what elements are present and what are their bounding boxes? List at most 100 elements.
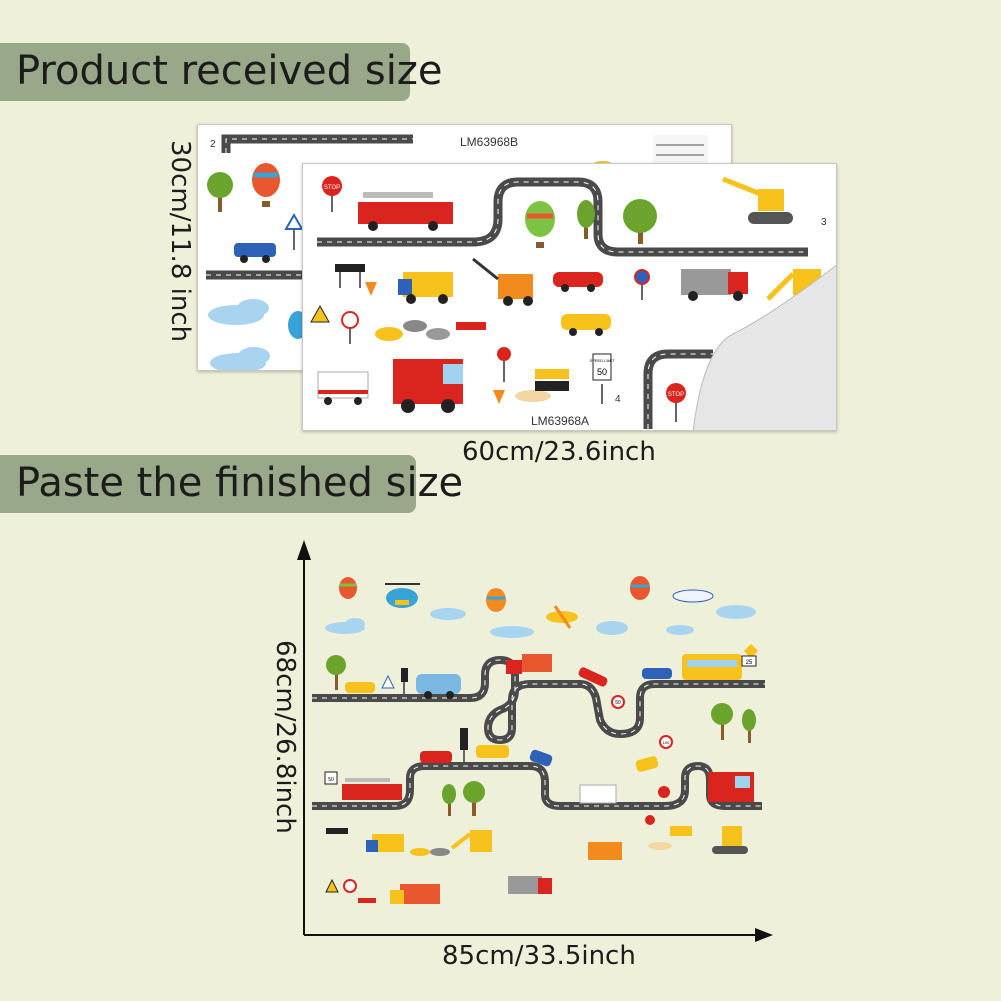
dump-truck-icon [390,884,440,904]
police-car-icon [234,243,276,263]
speed-50-text: 50 [328,777,334,783]
sheet-a-stickers: STOP [310,176,836,430]
speed-limit-title: SPEED LIMIT [590,358,615,363]
airplane-icon [672,589,714,603]
tow-truck-icon [472,257,533,306]
sheet-a-number-3: 3 [821,217,827,228]
road-works-barrier-icon [648,826,692,850]
hot-air-balloon-icon [630,576,650,600]
tree-icon [463,781,485,816]
cement-mixer-icon [681,269,748,301]
arrow-right-icon [755,928,773,942]
red-car-icon [553,272,603,292]
warning-sign-icon [310,304,330,323]
speed-25-text: 25 [746,660,753,666]
sheet-a-code: LM63968A [531,414,590,428]
received-size-heading: Product received size [16,48,443,94]
warning-sign-icon [284,212,304,250]
cloud-icon [208,299,269,325]
sand-pile-icon [410,848,450,856]
sheet-b-stickers [206,134,708,370]
taxi-icon [635,756,659,772]
tree-icon [711,703,733,740]
sand-pile-icon [375,320,450,341]
warning-sign-icon [325,878,339,893]
stop-sign-icon [322,176,342,212]
received-size-banner: Product received size [0,43,442,101]
page-curl-icon [692,264,836,430]
taxi-icon [345,682,375,693]
airplane-icon [546,605,578,629]
fire-truck-icon [342,778,402,800]
red-car-icon [578,667,608,687]
taxi-icon [561,314,611,336]
preview-thumbnail-icon [653,135,708,163]
speed-sign-icon [324,771,338,785]
traffic-light-icon [401,668,408,694]
arrow-up-icon [297,540,311,560]
speed-100-text: 100 [663,740,670,745]
stop-sign-text: STOP [324,185,340,191]
red-car-icon [420,751,452,763]
taxi-icon [476,745,509,758]
speed-limit-value: 50 [597,367,607,377]
cement-mixer-icon [508,876,552,894]
stop-sign-icon [658,786,670,798]
school-bus-icon [682,654,742,680]
ambulance-icon [317,371,369,405]
stop-sign-icon [645,815,655,825]
finished-size-heading: Paste the finished size [16,460,464,506]
traffic-light-icon [460,728,468,762]
speed-limit-sign-icon [592,353,612,404]
no-entry-sign-icon [341,311,359,344]
cloud-icon [430,608,466,620]
road-barrier-icon [456,322,486,330]
cloud-icon [596,621,628,635]
dump-truck-icon [506,654,552,674]
crane-icon [712,826,748,854]
dump-truck-icon [366,834,404,852]
no-entry-sign-icon [343,879,357,893]
van-icon [416,674,461,699]
hot-air-balloon-icon [252,163,280,207]
warning-sign-icon [381,674,395,689]
tree-icon [623,199,657,244]
police-car-icon [529,749,553,767]
cloud-icon [325,618,365,634]
fire-truck-icon [393,359,463,413]
road-barrier-icon [358,898,376,903]
cloud-icon [210,347,270,370]
traffic-cone-icon [365,282,377,296]
stop-sign-icon [666,383,686,422]
sticker-sheet-a: LM63968A 3 4 STOP [302,163,837,431]
sheet-b-number: 2 [210,139,216,150]
road-works-barrier-icon [515,369,569,402]
warning-sign-icon [743,643,759,659]
ambulance-icon [579,784,617,804]
car-icon [642,668,672,679]
received-width-label: 60cm/23.6inch [462,437,656,467]
stop-sign-icon [497,347,511,382]
road-barrier-icon [335,264,365,288]
speed-sign-icon [741,655,757,667]
sheet-a-number-4: 4 [615,394,621,405]
speed-50-text: 50 [615,700,621,706]
finished-size-banner: Paste the finished size [0,455,463,513]
no-parking-sign-icon [634,269,650,300]
tree-icon [742,709,756,743]
fire-truck-icon [358,192,453,231]
speed-sign-icon [659,735,673,749]
helicopter-icon [385,583,420,608]
hot-air-balloon-icon [339,577,357,599]
tree-icon [326,655,346,690]
speed-sign-icon [611,695,625,709]
finished-width-label: 85cm/33.5inch [442,941,636,971]
cloud-icon [490,626,534,638]
dump-truck-icon [398,272,453,304]
sheet-b-code: LM63968B [460,135,519,149]
cloud-icon [716,605,756,619]
tree-icon [577,200,595,239]
excavator-icon [450,830,492,852]
